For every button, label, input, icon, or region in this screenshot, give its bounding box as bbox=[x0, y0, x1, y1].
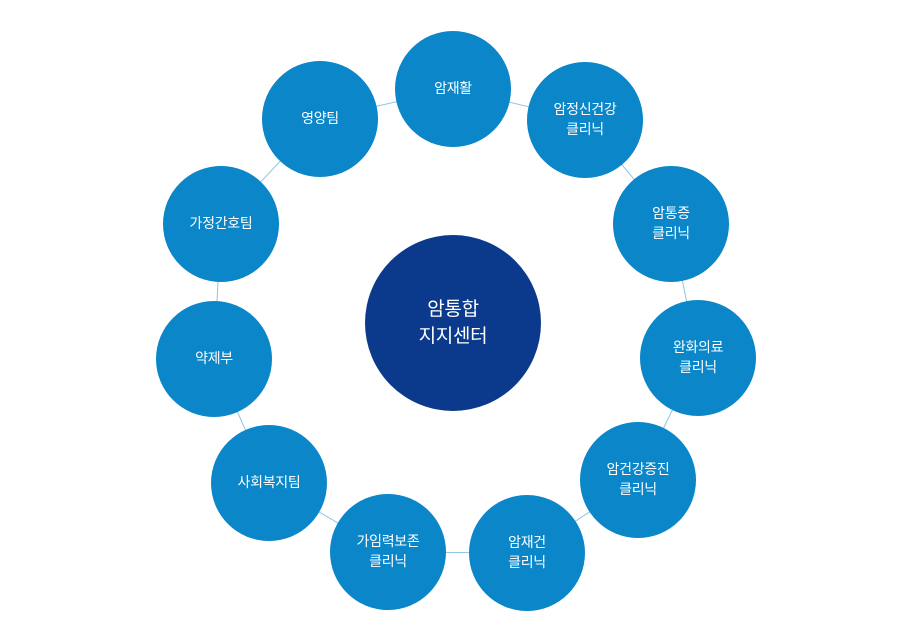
outer-node-label-line: 영양팀 bbox=[301, 111, 339, 127]
outer-node-label-line: 암건강증진 bbox=[606, 462, 670, 478]
outer-node-label-line: 약제부 bbox=[195, 351, 233, 367]
outer-node-label-line: 암통증 bbox=[652, 206, 690, 222]
outer-node: 영양팀 bbox=[262, 61, 378, 177]
outer-node-label-line: 완화의료 bbox=[672, 340, 724, 356]
outer-node: 약제부 bbox=[156, 301, 272, 417]
outer-node-label-line: 가정간호팀 bbox=[189, 216, 253, 232]
outer-node: 가정간호팀 bbox=[163, 166, 279, 282]
center-label-line-2: 지지센터 bbox=[418, 325, 488, 347]
outer-node-label-line: 사회복지팀 bbox=[237, 475, 301, 491]
outer-node-label-line: 클리닉 bbox=[619, 482, 657, 498]
outer-node: 암재활 bbox=[395, 31, 511, 147]
outer-node: 사회복지팀 bbox=[211, 425, 327, 541]
outer-node-label-line: 가임력보존 bbox=[356, 534, 420, 550]
outer-node-label-line: 암재건 bbox=[508, 535, 546, 551]
outer-node-label-line: 클리닉 bbox=[369, 554, 407, 570]
outer-node-label-line: 클리닉 bbox=[679, 360, 717, 376]
outer-node-label-line: 클리닉 bbox=[652, 226, 690, 242]
outer-node-label-line: 암정신건강 bbox=[553, 102, 617, 118]
outer-node-label-line: 암재활 bbox=[434, 81, 472, 97]
center-node-cancer-support-center: 암통합 지지센터 bbox=[365, 235, 541, 411]
outer-node-label-line: 클리닉 bbox=[566, 122, 604, 138]
outer-node-label-line: 클리닉 bbox=[508, 555, 546, 571]
center-label-line-1: 암통합 bbox=[427, 298, 479, 320]
